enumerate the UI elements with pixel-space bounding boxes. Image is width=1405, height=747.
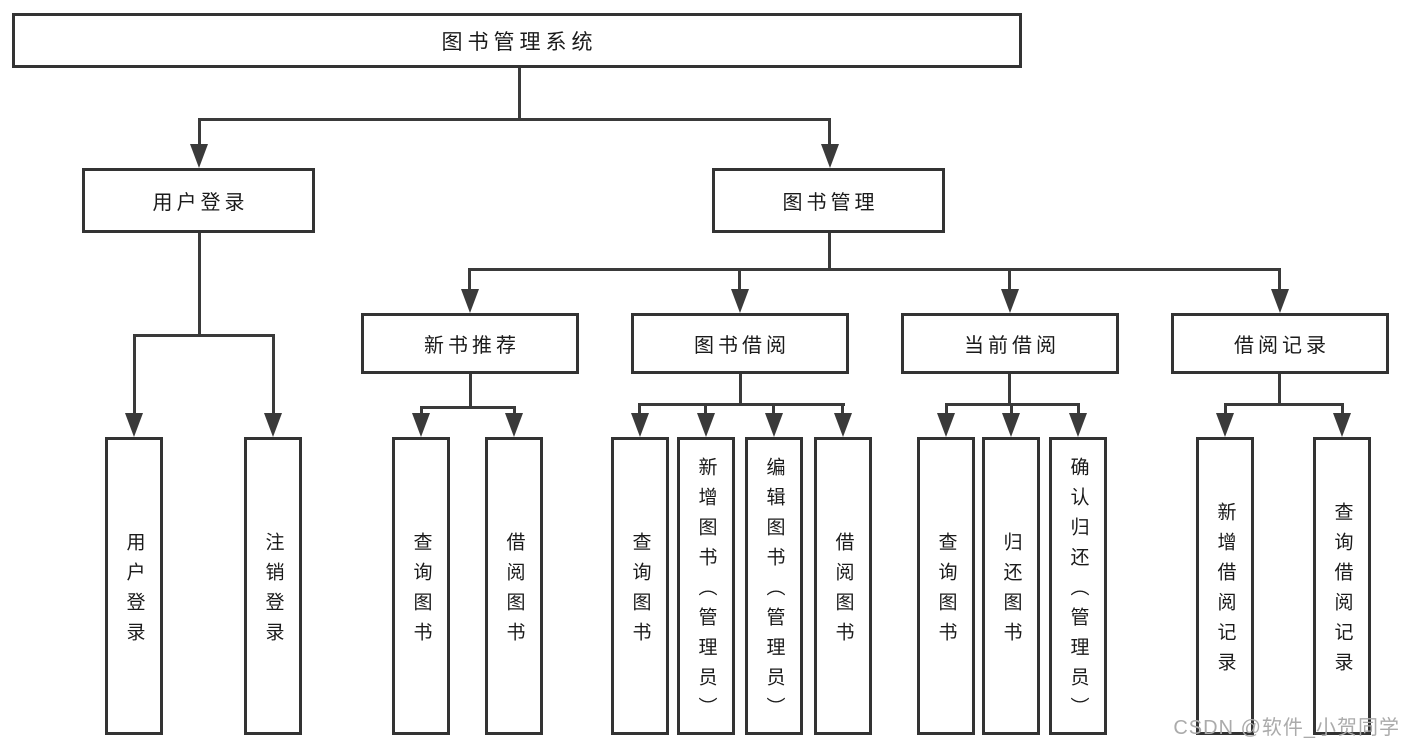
connector-line (468, 268, 471, 293)
node-label: 新书推荐 (424, 335, 520, 357)
connector-line (739, 374, 742, 406)
connector-line (469, 374, 472, 409)
node-label: 用户登录 (123, 531, 145, 652)
arrowhead-down-icon (937, 413, 955, 437)
connector-line (1278, 374, 1281, 406)
connector-line (513, 406, 516, 415)
node-label: 图书借阅 (694, 335, 790, 357)
node-label: 确认归还（管理员） (1067, 456, 1089, 727)
arrowhead-down-icon (1001, 289, 1019, 313)
connector-line (1010, 403, 1013, 415)
node-search-books-1: 查询图书 (392, 437, 450, 735)
node-label: 图书管理系统 (441, 30, 598, 54)
connector-line (841, 403, 844, 415)
arrowhead-down-icon (765, 413, 783, 437)
node-label: 注销登录 (262, 531, 284, 652)
node-add-book-admin: 新增图书（管理员） (677, 437, 735, 735)
node-logout: 注销登录 (244, 437, 302, 735)
connector-line (420, 406, 423, 415)
node-label: 借阅图书 (832, 531, 854, 652)
connector-line (1341, 403, 1344, 415)
connector-line (1224, 403, 1227, 415)
connector-line (420, 406, 516, 409)
connector-line (272, 334, 275, 415)
arrowhead-down-icon (821, 144, 839, 168)
node-label: 借阅图书 (503, 531, 525, 652)
node-book-borrowing: 图书借阅 (631, 313, 849, 374)
node-label: 新增借阅记录 (1214, 501, 1236, 682)
node-label: 图书管理 (782, 192, 879, 214)
node-book-management: 图书管理 (712, 168, 945, 233)
node-borrow-books-2: 借阅图书 (814, 437, 872, 735)
connector-line (945, 403, 948, 415)
arrowhead-down-icon (1002, 413, 1020, 437)
node-borrow-books-1: 借阅图书 (485, 437, 543, 735)
connector-line (198, 233, 201, 336)
arrowhead-down-icon (834, 413, 852, 437)
node-label: 用户登录 (152, 192, 249, 214)
connector-line (1008, 374, 1011, 406)
arrowhead-down-icon (1271, 289, 1289, 313)
node-return-books: 归还图书 (982, 437, 1040, 735)
arrowhead-down-icon (125, 413, 143, 437)
connector-line (133, 334, 136, 415)
node-new-book-recommendation: 新书推荐 (361, 313, 579, 374)
node-edit-book-admin: 编辑图书（管理员） (745, 437, 803, 735)
connector-line (828, 118, 831, 146)
node-borrowing-records: 借阅记录 (1171, 313, 1389, 374)
node-label: 借阅记录 (1234, 335, 1330, 357)
node-label: 查询借阅记录 (1331, 501, 1353, 682)
connector-line (828, 233, 831, 270)
arrowhead-down-icon (731, 289, 749, 313)
connector-line (738, 268, 741, 293)
arrowhead-down-icon (412, 413, 430, 437)
connector-line (133, 334, 275, 337)
node-label: 当前借阅 (964, 335, 1060, 357)
node-label: 编辑图书（管理员） (763, 456, 785, 727)
node-label: 归还图书 (1000, 531, 1022, 652)
connector-line (518, 68, 521, 118)
node-add-borrow-record: 新增借阅记录 (1196, 437, 1254, 735)
connector-line (468, 268, 1281, 271)
node-search-books-2: 查询图书 (611, 437, 669, 735)
connector-line (1077, 403, 1080, 415)
connector-line (1278, 268, 1281, 293)
arrowhead-down-icon (697, 413, 715, 437)
node-label: 查询图书 (629, 531, 651, 652)
node-search-books-3: 查询图书 (917, 437, 975, 735)
connector-line (638, 403, 641, 415)
arrowhead-down-icon (1216, 413, 1234, 437)
arrowhead-down-icon (631, 413, 649, 437)
node-library-management-system: 图书管理系统 (12, 13, 1022, 68)
connector-line (1224, 403, 1344, 406)
node-search-borrow-record: 查询借阅记录 (1313, 437, 1371, 735)
arrowhead-down-icon (264, 413, 282, 437)
node-label: 新增图书（管理员） (695, 456, 717, 727)
connector-line (198, 118, 831, 121)
connector-line (198, 118, 201, 146)
node-label: 查询图书 (410, 531, 432, 652)
arrowhead-down-icon (1333, 413, 1351, 437)
arrowhead-down-icon (190, 144, 208, 168)
connector-line (1008, 268, 1011, 293)
connector-line (772, 403, 775, 415)
arrowhead-down-icon (1069, 413, 1087, 437)
arrowhead-down-icon (461, 289, 479, 313)
connector-line (704, 403, 707, 415)
node-user-login-module: 用户登录 (82, 168, 315, 233)
node-label: 查询图书 (935, 531, 957, 652)
node-confirm-return-admin: 确认归还（管理员） (1049, 437, 1107, 735)
node-user-login-leaf: 用户登录 (105, 437, 163, 735)
connector-line (638, 403, 845, 406)
watermark: CSDN @软件_小贺同学 (1173, 717, 1400, 739)
node-current-borrowing: 当前借阅 (901, 313, 1119, 374)
arrowhead-down-icon (505, 413, 523, 437)
